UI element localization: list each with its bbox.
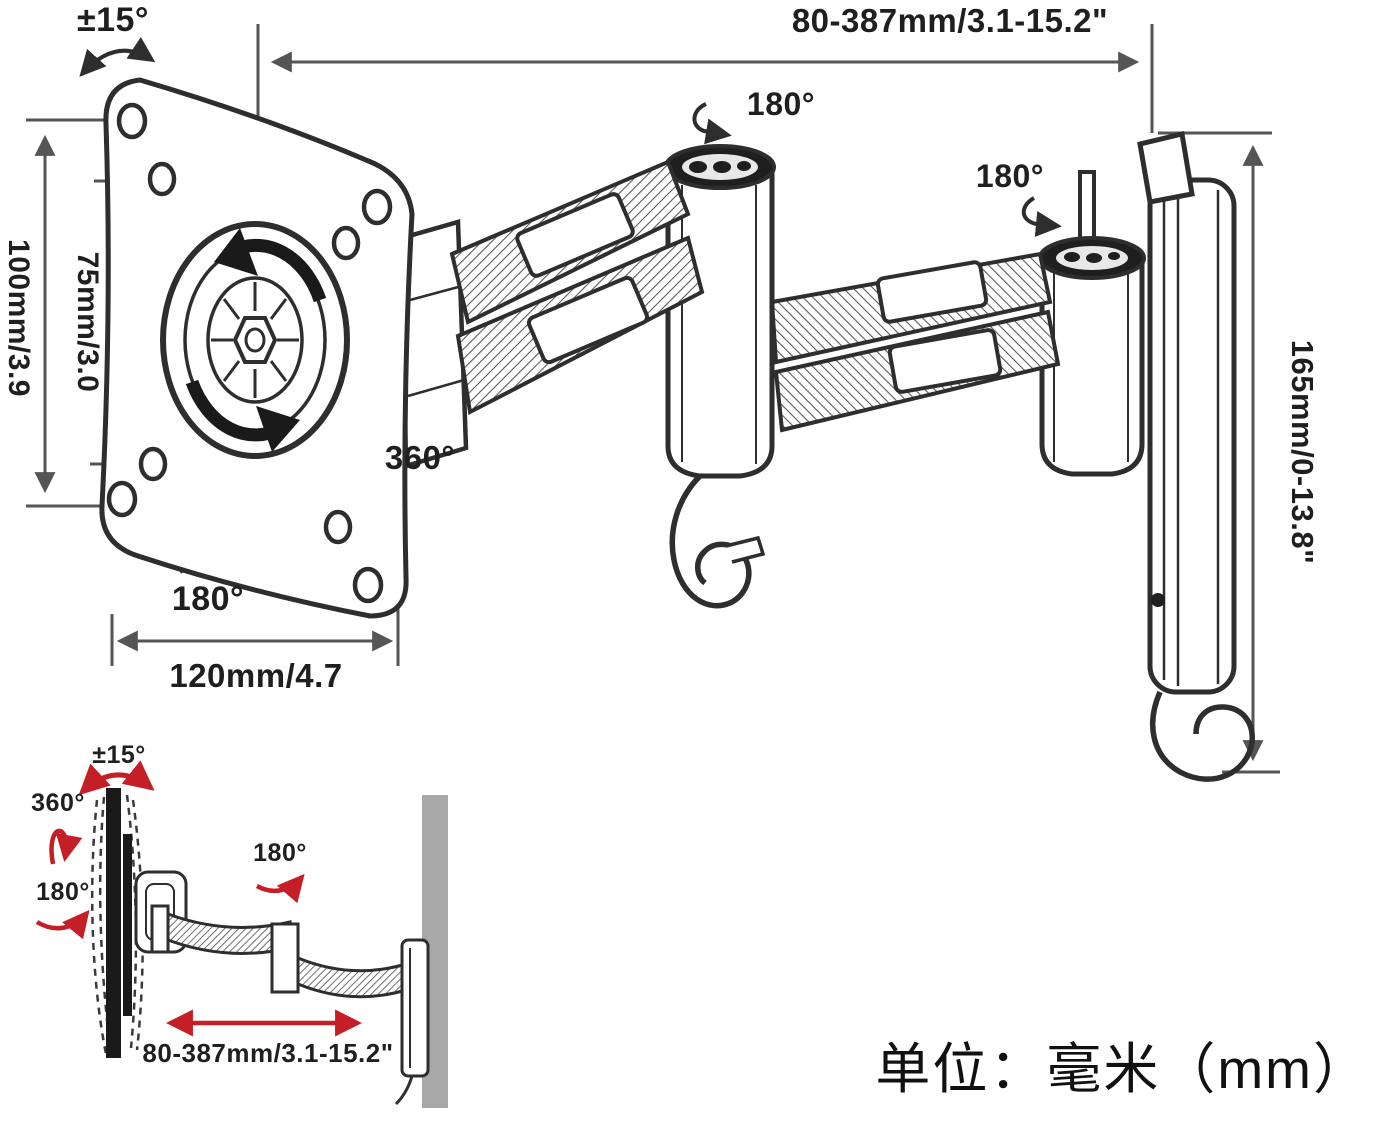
dimension-lines bbox=[26, 24, 1280, 774]
inset-wall-plate bbox=[400, 938, 430, 1078]
vesa-inner-dimension-label: 75mm/3.0 bbox=[71, 251, 104, 393]
hub-center-hole bbox=[244, 327, 266, 353]
inset-swivel-arrow bbox=[49, 828, 83, 865]
vesa-hole bbox=[106, 480, 138, 518]
joint1-cap-slot bbox=[713, 161, 731, 173]
vesa-hole bbox=[331, 225, 361, 261]
joint1-rotation-arrow bbox=[692, 102, 732, 145]
inset-monitor-back bbox=[123, 834, 132, 1016]
hub-rotation-label: 360° bbox=[384, 439, 456, 476]
joint2 bbox=[1038, 170, 1146, 477]
plate-rotation-label: 180° bbox=[171, 580, 245, 618]
joint1-rotation-label: 180° bbox=[746, 86, 816, 122]
joint2-rotation-arrow bbox=[1021, 196, 1062, 237]
inset-monitor-rotation-arrow bbox=[35, 909, 90, 940]
extension-dimension-label: 80-387mm/3.1-15.2" bbox=[791, 2, 1109, 39]
cable-hook-tab bbox=[725, 535, 766, 564]
arm1-upper-block bbox=[515, 192, 635, 278]
vesa-hole bbox=[147, 161, 177, 197]
hub-rotation-arrowhead-bottom bbox=[256, 406, 300, 452]
inset-tilt-dashes bbox=[90, 794, 144, 1055]
joint2-rotation-label: 180° bbox=[975, 158, 1045, 194]
vesa-hole bbox=[361, 188, 393, 226]
arm1-lower-block bbox=[526, 275, 650, 365]
hub-inner-ring bbox=[206, 276, 304, 404]
inset-monitor bbox=[106, 788, 121, 1058]
inset-tilt-arrow bbox=[78, 760, 155, 796]
vesa-outer-dimension-label: 100mm/3.9 bbox=[2, 239, 35, 397]
joint2-cap-slot bbox=[1108, 252, 1120, 260]
rail-bottom-hook bbox=[1150, 690, 1255, 782]
hub-spokes bbox=[211, 282, 299, 398]
plate-bracket-line bbox=[407, 378, 465, 398]
joint2-cap-slot bbox=[1086, 253, 1102, 263]
wall-height-label: 165mm/0-13.8" bbox=[1285, 339, 1320, 565]
inset-arm-rotation-arrow bbox=[255, 873, 305, 904]
inset-arm-rotation-label: 180° bbox=[253, 839, 307, 867]
rail-top-knob bbox=[1137, 130, 1195, 205]
inset-side-view bbox=[35, 760, 448, 1108]
joint2-cap-slot bbox=[1064, 252, 1080, 262]
vesa-hole bbox=[352, 566, 384, 604]
joint1-cap-slot bbox=[689, 161, 707, 173]
arm2-upper-block bbox=[875, 260, 989, 324]
unit-note: 单位：毫米（mm） bbox=[875, 1038, 1370, 1100]
inset-arm-joint-left bbox=[150, 904, 170, 954]
joint1-cap-slot bbox=[737, 161, 751, 171]
inset-cable bbox=[394, 1075, 414, 1106]
plate-bracket-line bbox=[409, 284, 463, 302]
inset-swivel-label: 360° bbox=[31, 789, 85, 817]
hub-rotation-arrowhead-top bbox=[214, 228, 258, 276]
inset-extension-label: 80-387mm/3.1-15.2" bbox=[142, 1038, 394, 1068]
inset-arm-beam2 bbox=[296, 955, 408, 999]
arm2 bbox=[769, 251, 1061, 433]
wall-rail-body bbox=[1147, 177, 1237, 695]
vesa-hole bbox=[323, 509, 353, 545]
plate-width-label: 120mm/4.7 bbox=[169, 657, 343, 694]
cable-hook bbox=[669, 474, 752, 609]
wall-rail bbox=[1137, 130, 1255, 782]
arm1 bbox=[399, 159, 705, 470]
joint2-cylinder bbox=[1039, 257, 1145, 477]
joint1-cylinder bbox=[665, 167, 775, 479]
vesa-plate bbox=[99, 77, 415, 619]
arm2-lower-block bbox=[887, 328, 1003, 394]
inset-arm-mid-joint bbox=[270, 922, 300, 994]
joint1 bbox=[664, 144, 776, 609]
rail-screw-hole bbox=[1151, 593, 1165, 607]
vesa-hole bbox=[116, 102, 148, 140]
vesa-hole bbox=[138, 446, 168, 482]
tilt-arc-arrow bbox=[79, 36, 156, 77]
inset-red-arrows bbox=[35, 760, 363, 1037]
inset-tilt-label: ±15° bbox=[92, 741, 146, 769]
inset-monitor-rotation-label: 180° bbox=[36, 878, 90, 906]
tilt-label: ±15° bbox=[76, 1, 150, 39]
